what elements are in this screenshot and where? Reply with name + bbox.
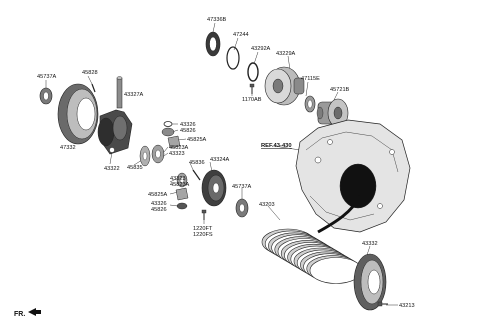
snap-ring-47244 — [226, 46, 240, 70]
label-45825a-top: 45825A — [187, 137, 207, 143]
pinion-45825a-top — [167, 135, 181, 149]
label-45835: 45835 — [127, 165, 143, 171]
gear-45721b — [316, 98, 349, 128]
label-43292a: 43292A — [251, 46, 271, 52]
label-43332: 43332 — [362, 241, 378, 247]
seal-47336b — [205, 31, 221, 57]
label-45826-bottom: 45826 — [151, 207, 167, 213]
label-45737a-bottom: 45737A — [232, 184, 252, 190]
front-arrow-icon — [28, 308, 41, 316]
ring-gear-47332 — [57, 83, 99, 145]
label-45737a-top: 45737A — [37, 74, 57, 80]
washer-43326-top — [163, 121, 173, 127]
pin-45836 — [192, 169, 201, 181]
bolt-43213 — [377, 301, 388, 307]
label-47336b: 47336B — [207, 17, 227, 23]
washer-43326-bottom — [176, 202, 188, 210]
label-45721b: 45721B — [330, 87, 350, 93]
label-45823a-top: 45823A — [169, 145, 189, 151]
label-45828: 45828 — [82, 70, 98, 76]
transmission-housing — [295, 119, 411, 234]
bearing-45737a-bottom — [235, 198, 249, 218]
label-43213: 43213 — [399, 303, 415, 309]
label-43203: 43203 — [259, 202, 275, 208]
label-1220ft: 1220FT — [193, 226, 213, 232]
bolt-1220ft — [201, 209, 207, 220]
label-43323-top: 43323 — [169, 151, 185, 157]
shaft-43327a — [116, 76, 123, 109]
clutch-plates — [261, 228, 363, 284]
label-45825a-bottom: 45825A — [148, 192, 168, 198]
label-47115e: 47115E — [301, 76, 320, 82]
label-43322: 43322 — [104, 166, 120, 172]
label-47244: 47244 — [233, 32, 249, 38]
clutch-pack-43203 — [261, 228, 363, 284]
bolt-1170ab — [249, 83, 255, 94]
label-43229a: 43229A — [276, 51, 296, 57]
pin-45828 — [91, 83, 96, 93]
side-gear-45835 — [139, 145, 151, 167]
ref-label: REF.43-430 — [261, 143, 292, 149]
side-gear-45823a-mid — [176, 172, 188, 188]
label-43327a: 43327A — [124, 92, 144, 98]
label-45826-top: 45826 — [180, 128, 196, 134]
ring-43292a — [247, 62, 259, 82]
side-gear-45823a-top — [151, 144, 165, 164]
label-43326-top: 43326 — [180, 122, 196, 128]
bearing-47115e — [304, 95, 316, 113]
bearing-45737a-top — [39, 87, 53, 105]
label-1170ab: 1170AB — [242, 97, 262, 103]
pinion-45825a-bottom — [175, 187, 189, 201]
label-47332: 47332 — [60, 145, 76, 151]
gear-43229a — [264, 66, 305, 106]
final-gear-43332 — [353, 253, 387, 311]
label-43326-bottom: 43326 — [151, 201, 167, 207]
fr-label: FR. — [14, 311, 25, 318]
label-1220fs: 1220FS — [193, 232, 213, 238]
small-gear-45826-top — [161, 127, 175, 137]
label-45823a-mid: 45823A — [170, 182, 190, 188]
part-labels: 47336B 47244 43292A 43229A 47115E 1170AB… — [14, 17, 415, 318]
differential-case-43322 — [97, 109, 133, 155]
label-43324a: 43324A — [210, 157, 230, 163]
label-45836: 45836 — [189, 160, 205, 166]
label-43323-mid: 43323 — [170, 176, 186, 182]
differential-gear-43324a — [201, 169, 227, 207]
